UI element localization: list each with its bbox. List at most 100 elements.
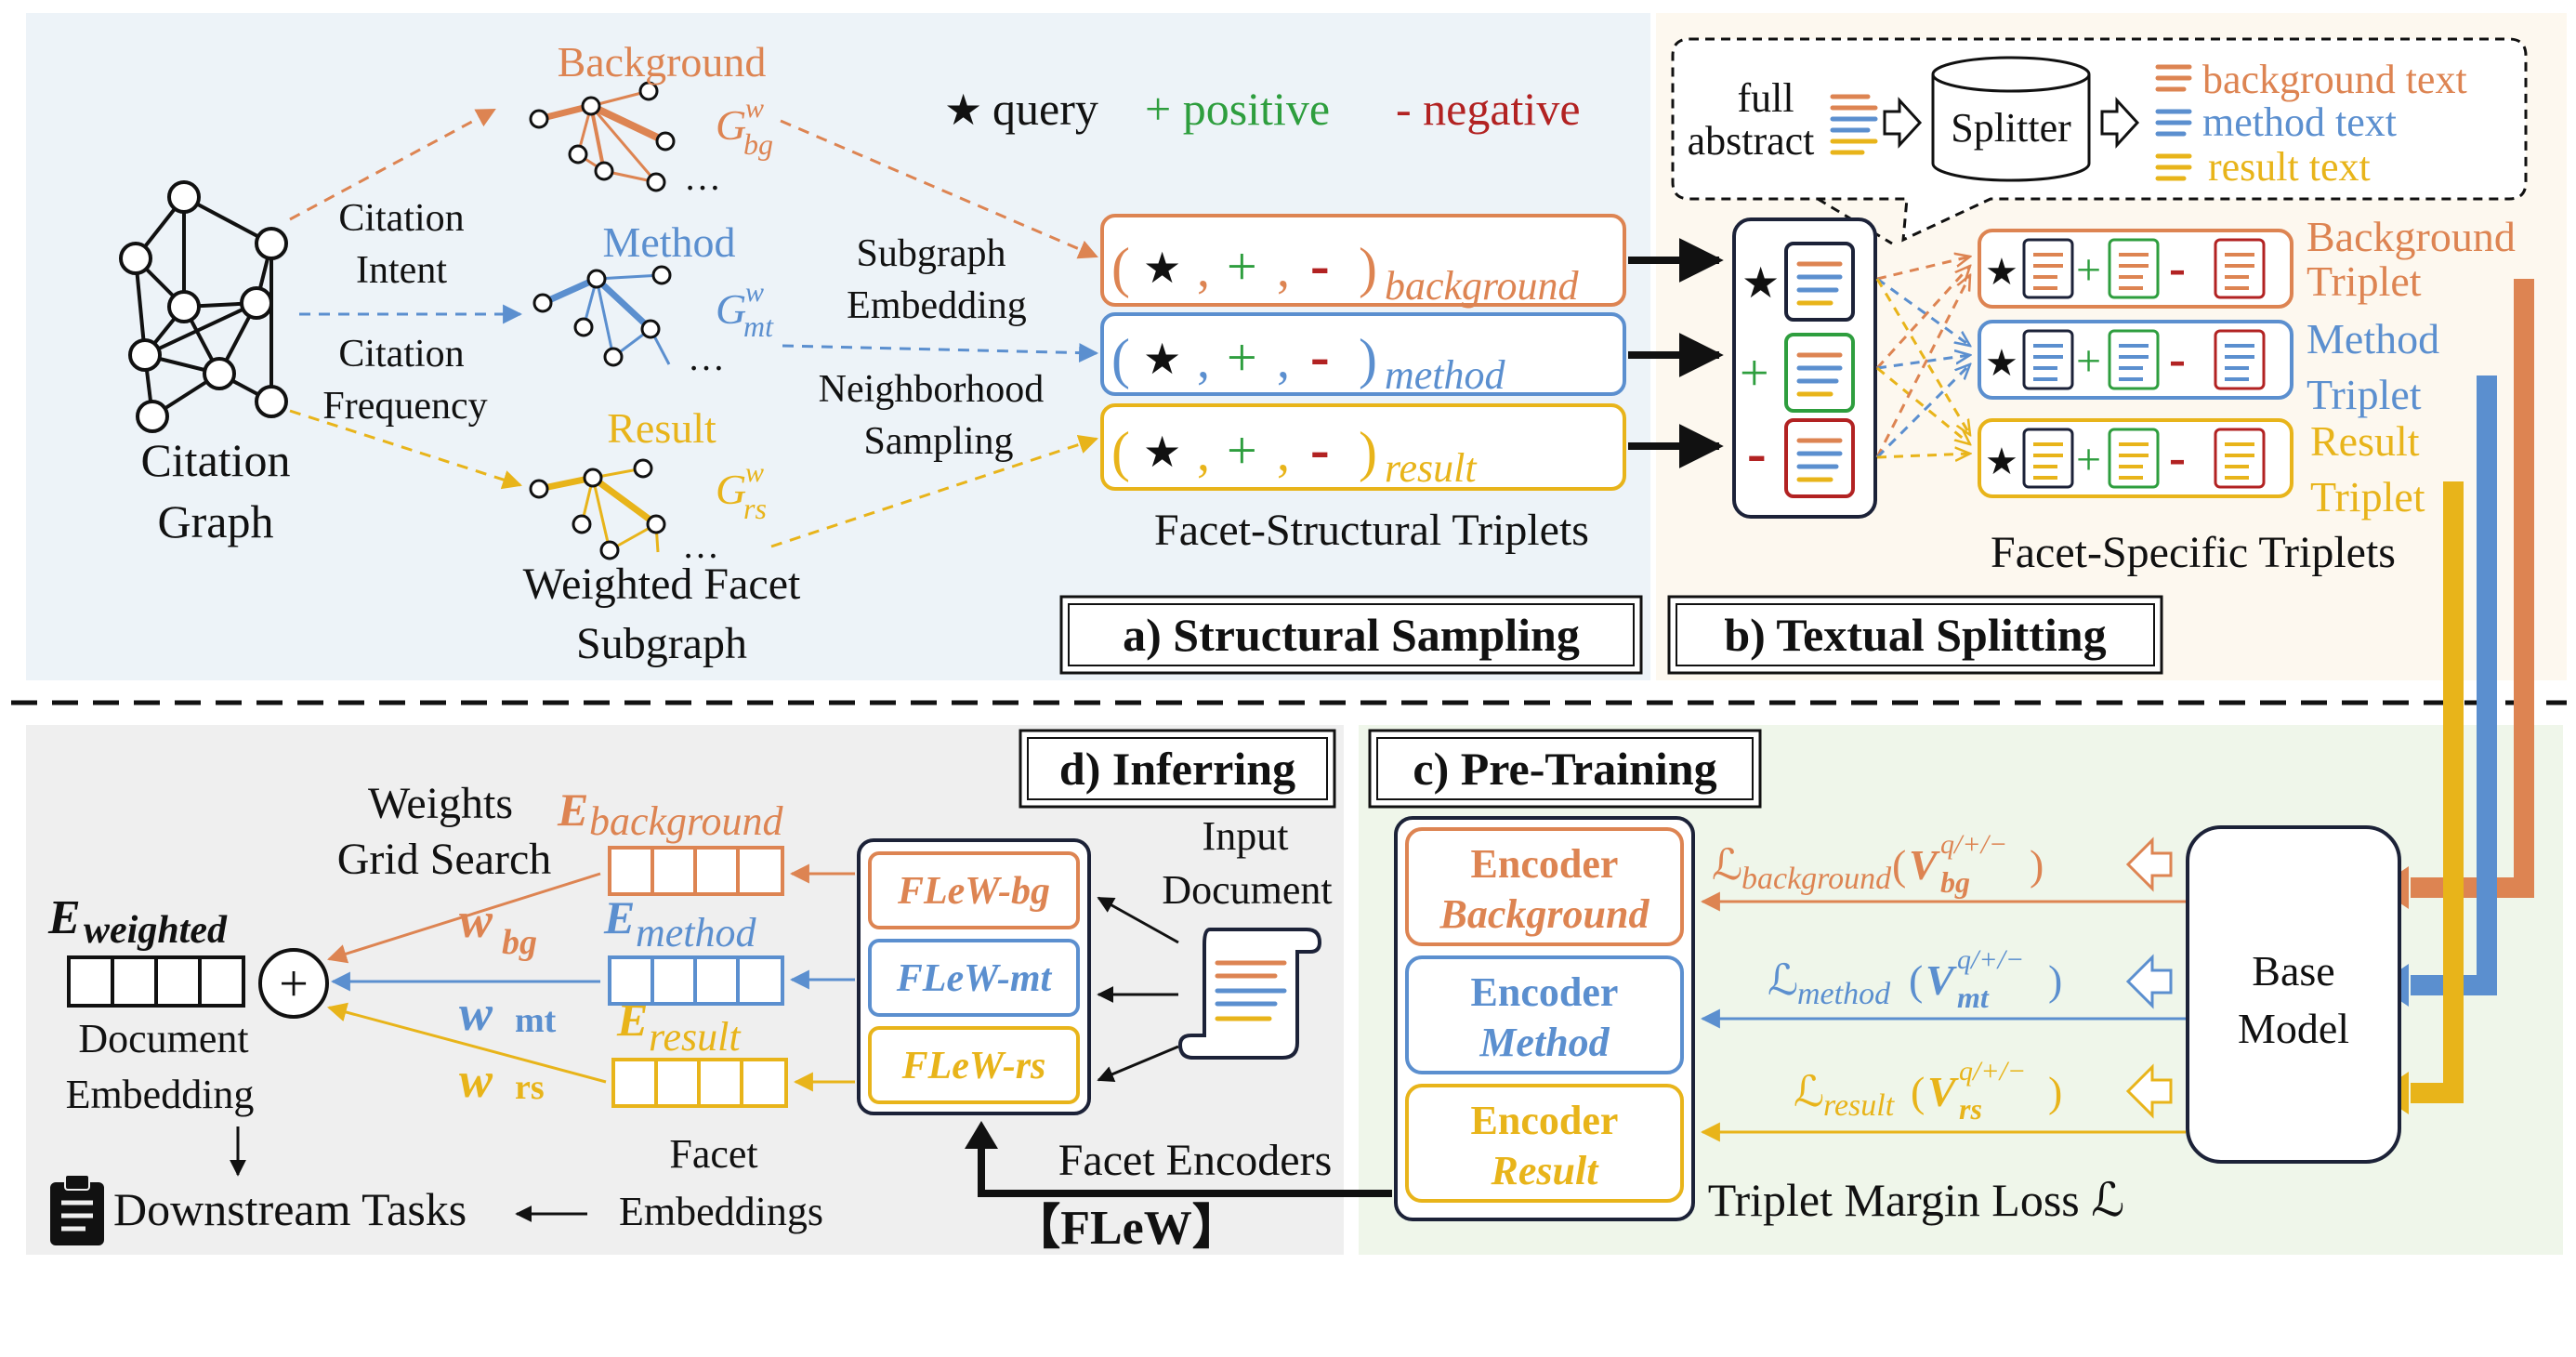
splitter-callout-bubble xyxy=(1671,37,2528,243)
svg-text:result: result xyxy=(649,1014,742,1060)
svg-text:result: result xyxy=(1385,445,1478,491)
bg-ellipsis: … xyxy=(684,156,721,198)
stacked-star-icon: ★ xyxy=(1741,257,1780,308)
triplet-result: ( ★ , + , - ) result xyxy=(1100,403,1626,491)
specific-triplet-method: ★ + - xyxy=(1978,320,2293,400)
facet-structural-triplets-label: Facet-Structural Triplets xyxy=(1154,506,1589,555)
svg-text:★: ★ xyxy=(1143,427,1181,477)
svg-text:method: method xyxy=(1797,977,1891,1011)
svg-text:(: ( xyxy=(1911,1068,1925,1115)
legend-query: query xyxy=(992,83,1098,135)
svg-text:rs: rs xyxy=(515,1068,545,1107)
loss-method: ℒ method ( V q/+/− mt ) xyxy=(1768,944,2062,1014)
facet-embeddings-label-1: Facet xyxy=(669,1131,757,1177)
svg-text:+: + xyxy=(1227,420,1257,481)
weighted-facet-subgraph-label-2: Subgraph xyxy=(576,619,747,668)
svg-text:★: ★ xyxy=(1143,334,1181,384)
svg-text:,: , xyxy=(1277,425,1290,482)
arrow-emb-bg-to-sum xyxy=(326,872,601,964)
arrow-splitter-to-texts xyxy=(2100,97,2140,149)
svg-text:+: + xyxy=(2076,435,2101,484)
loss-background: ℒ background ( V q/+/− bg ) xyxy=(1712,829,2044,899)
weight-rs-label: w rs xyxy=(459,1052,545,1108)
svg-text:G: G xyxy=(716,101,746,149)
flew-brand-label: 【FLeW】 xyxy=(1012,1202,1241,1255)
svg-text:Splitter: Splitter xyxy=(1951,105,2071,151)
svg-text:rs: rs xyxy=(743,492,767,525)
result-text-label: result text xyxy=(2208,144,2371,190)
svg-text:(: ( xyxy=(1909,956,1923,1004)
legend-negative: - negative xyxy=(1396,83,1581,135)
svg-text:rs: rs xyxy=(1959,1092,1982,1126)
document-embedding-label-2: Embedding xyxy=(66,1072,255,1117)
citation-graph-label-1: Citation xyxy=(140,434,290,486)
svg-text:+: + xyxy=(2076,336,2101,386)
triplet-margin-loss-label: Triplet Margin Loss ℒ xyxy=(1708,1174,2125,1226)
legend-positive: + positive xyxy=(1145,83,1330,135)
svg-text:method: method xyxy=(1385,352,1506,398)
svg-text:Method: Method xyxy=(1479,1020,1610,1065)
panel-c-title: c) Pre-Training xyxy=(1368,729,1762,809)
svg-text:+: + xyxy=(1227,327,1257,388)
svg-text:weighted: weighted xyxy=(84,909,228,952)
graph-rs-symbol: G w rs xyxy=(716,457,767,525)
svg-text:,: , xyxy=(1277,241,1290,298)
flew-models-frame xyxy=(857,838,1091,1115)
specific-triplet-background: ★ + - xyxy=(1978,229,2293,309)
svg-text:-: - xyxy=(2169,240,2186,296)
panel-d-title: d) Inferring xyxy=(1019,729,1336,809)
flew-mt-label: FLeW-mt xyxy=(896,957,1053,1000)
callout-connector-line xyxy=(1817,197,1893,245)
facet-result-label: Result xyxy=(607,404,716,452)
svg-text:,: , xyxy=(1277,332,1290,389)
svg-text:mt: mt xyxy=(515,1001,557,1040)
svg-text:(: ( xyxy=(1111,328,1130,389)
subgraph-embedding-label-2: Embedding xyxy=(847,284,1027,327)
svg-text:): ) xyxy=(2048,1068,2062,1115)
facet-background-label: Background xyxy=(558,38,767,86)
specific-triplet-result: ★ + - xyxy=(1978,418,2293,498)
svg-text:★: ★ xyxy=(1143,243,1181,293)
loss-result: ℒ result ( V q/+/− rs ) xyxy=(1794,1056,2062,1126)
arrow-abstract-to-splitter xyxy=(1883,97,1923,149)
arrow-graph-to-result xyxy=(289,409,522,490)
flow-result-to-base-model xyxy=(2411,481,2464,1103)
svg-text:+: + xyxy=(2076,245,2101,295)
svg-text:q/+/−: q/+/− xyxy=(1957,944,2024,975)
panel-b-title: b) Textual Splitting xyxy=(1667,595,2163,675)
svg-text:★: ★ xyxy=(1985,251,2018,294)
svg-text:): ) xyxy=(2048,956,2062,1004)
svg-text:Encoder: Encoder xyxy=(1471,841,1619,887)
svg-text:E: E xyxy=(47,891,81,944)
embedding-mt-label: E method xyxy=(603,891,757,955)
svg-text:mt: mt xyxy=(1957,981,1990,1014)
subgraph-embedding-label-1: Subgraph xyxy=(857,232,1006,275)
svg-text:w: w xyxy=(745,277,764,308)
weights-grid-search-label-2: Grid Search xyxy=(337,835,552,884)
svg-text:bg: bg xyxy=(743,127,773,161)
arrow-facet-encoders-to-flew xyxy=(978,1145,1392,1197)
svg-text:background: background xyxy=(1741,862,1892,896)
svg-text:): ) xyxy=(2030,841,2044,889)
citation-graph-label-2: Graph xyxy=(158,495,274,547)
neighborhood-sampling-label-2: Sampling xyxy=(863,420,1013,463)
panel-a-title: a) Structural Sampling xyxy=(1059,595,1643,675)
svg-text:(: ( xyxy=(1892,841,1906,889)
svg-text:): ) xyxy=(1359,421,1377,482)
weights-grid-search-label-1: Weights xyxy=(368,779,513,828)
svg-text:-: - xyxy=(1310,418,1330,481)
svg-text:-: - xyxy=(2169,429,2186,485)
citation-graph-icon xyxy=(119,180,288,433)
svg-text:background: background xyxy=(589,798,784,844)
clipboard-icon xyxy=(50,1174,104,1245)
svg-text:w: w xyxy=(459,1052,493,1108)
loss-rs-hollow-arrow-icon xyxy=(2125,1063,2173,1119)
specific-mt-label-1: Method xyxy=(2307,315,2439,362)
mt-ellipsis: … xyxy=(688,336,725,378)
triplet-method: ( ★ , + , - ) method xyxy=(1100,312,1626,398)
svg-text:q/+/−: q/+/− xyxy=(1940,829,2007,860)
weight-mt-label: w mt xyxy=(459,985,557,1041)
embedding-vector-mt xyxy=(608,955,784,1006)
svg-text:method: method xyxy=(636,910,757,955)
